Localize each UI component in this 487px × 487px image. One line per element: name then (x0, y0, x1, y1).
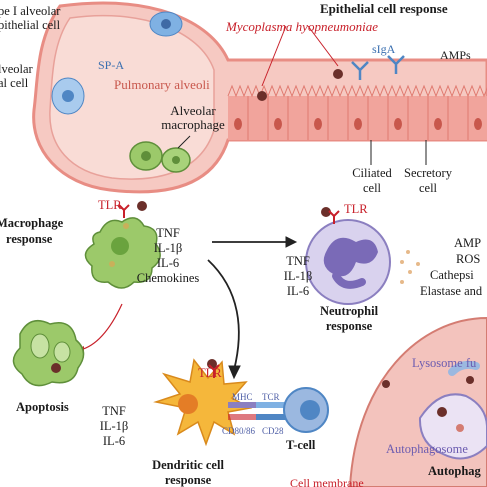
autophagosome-label: Autophagosome (386, 442, 468, 456)
cytokine-item: TNF (286, 254, 310, 268)
macrophage-response-line2: response (6, 232, 53, 246)
cytokine-item: IL-6 (286, 284, 310, 298)
macrophage-to-apoptosis-arrow (79, 303, 123, 351)
alveolar-macrophage-label-line2: macrophage (161, 117, 225, 132)
neutrophil-product-ros: ROS (456, 252, 481, 266)
cytokine-item: IL-1β (153, 241, 183, 255)
secretory-cell-label: Secretory cell (398, 166, 458, 196)
lysosome-label: Lysosome fu (412, 356, 477, 370)
cytokine-item: IL-6 (102, 434, 126, 448)
mhc-label: MHC (232, 392, 253, 402)
cytokine-item: IL-6 (156, 256, 180, 270)
ciliated-cell-label: Ciliated cell (346, 166, 398, 196)
siga-antibody (387, 55, 405, 74)
dendritic-cell (153, 358, 253, 447)
cytokine-item: IL-1β (283, 269, 313, 283)
macrophage-response-line1: Macrophage (0, 216, 64, 230)
autophagy-label: Autophag (428, 464, 481, 478)
pulmonary-alveoli-label: Pulmonary alveoli (114, 77, 210, 92)
neutrophil-product-amp: AMP (454, 236, 482, 250)
type-i-label-line2: pithelial cell (0, 18, 61, 32)
neutrophil-response-line2: response (325, 319, 373, 333)
tlr-dendritic-label: TLR (198, 366, 222, 380)
siga-antibody (351, 61, 369, 80)
apoptosis-label: Apoptosis (16, 400, 69, 414)
dendritic-response-line2: response (164, 473, 212, 487)
cd28-label: CD28 (262, 426, 284, 436)
tlr-receptor (328, 210, 340, 224)
alveolar-macrophage-label: Alveolar macrophage (148, 104, 238, 132)
epithelial-response-title: Epithelial cell response (320, 1, 448, 16)
neutrophil-product-elastase: Elastase and (420, 284, 483, 298)
mycoplasma-particle (257, 91, 267, 101)
alveolar-macrophage-illustration (129, 141, 191, 173)
cytokine-item: TNF (102, 404, 126, 418)
macrophage-pointer (177, 135, 191, 149)
secretory-cell-label-line1: Secretory (404, 166, 452, 180)
dendritic-response-label: Dendritic cell response (140, 458, 236, 487)
t-cell-nucleus (300, 400, 320, 420)
tlr-receptor (208, 364, 220, 378)
pathogen-pointer (307, 25, 339, 67)
cd80-label: CD80/86 (222, 426, 256, 436)
amps-label: AMPs (440, 48, 471, 62)
cytokine-item: IL-1β (99, 419, 129, 433)
macrophage-cell (84, 201, 161, 289)
dendritic-cytokine-list: TNF IL-1β IL-6 (92, 404, 136, 449)
ciliated-cell-label-line1: Ciliated (352, 166, 392, 180)
type-ii-label-line1: lveolar (0, 62, 33, 76)
tlr-macrophage-label: TLR (98, 198, 122, 212)
cytokine-item: Chemokines (136, 271, 200, 285)
dendritic-response-line1: Dendritic cell (152, 458, 224, 472)
mycoplasma-particle (321, 207, 331, 217)
immune-synapse (228, 402, 286, 420)
siga-label: sIgA (372, 42, 396, 56)
neutrophil-response-line1: Neutrophil (319, 304, 379, 318)
type-i-label-line1: pe I alveolar (0, 4, 61, 18)
pathogen-pointer (261, 25, 287, 87)
tcr-label: TCR (262, 392, 280, 402)
autophagy-cell (348, 316, 487, 487)
type-ii-label-line2: al cell (0, 76, 29, 90)
mycoplasma-particle (137, 201, 147, 211)
epithelial-cell-row (227, 84, 487, 140)
tlr-receptor (118, 204, 130, 218)
neutrophil-cell (305, 207, 420, 305)
pulmonary-alveolus-illustration (32, 1, 487, 194)
mycoplasma-particle (333, 69, 343, 79)
tcell-label: T-cell (286, 438, 316, 452)
cytokine-item: TNF (156, 226, 180, 240)
cell-membrane-label: Cell membrane (290, 476, 364, 487)
neutrophil-product-cathepsin: Cathepsi (430, 268, 474, 282)
secretory-cell-label-line2: cell (418, 181, 438, 195)
tlr-neutrophil-label: TLR (344, 202, 368, 216)
macrophage-cytokine-list: TNF IL-1β IL-6 Chemokines (128, 226, 208, 286)
pathogen-label: Mycoplasma hyopneumoniae (226, 19, 378, 34)
apoptotic-cell (12, 319, 85, 387)
neutrophil-cytokine-list: TNF IL-1β IL-6 (278, 254, 318, 299)
neutrophil-response-label: Neutrophil response (312, 304, 386, 334)
spa-label: SP-A (98, 58, 125, 72)
macrophage-to-dendritic-arrow (207, 259, 240, 371)
alveolar-macrophage-label-line1: Alveolar (170, 103, 216, 118)
ciliated-cell-label-line2: cell (362, 181, 382, 195)
